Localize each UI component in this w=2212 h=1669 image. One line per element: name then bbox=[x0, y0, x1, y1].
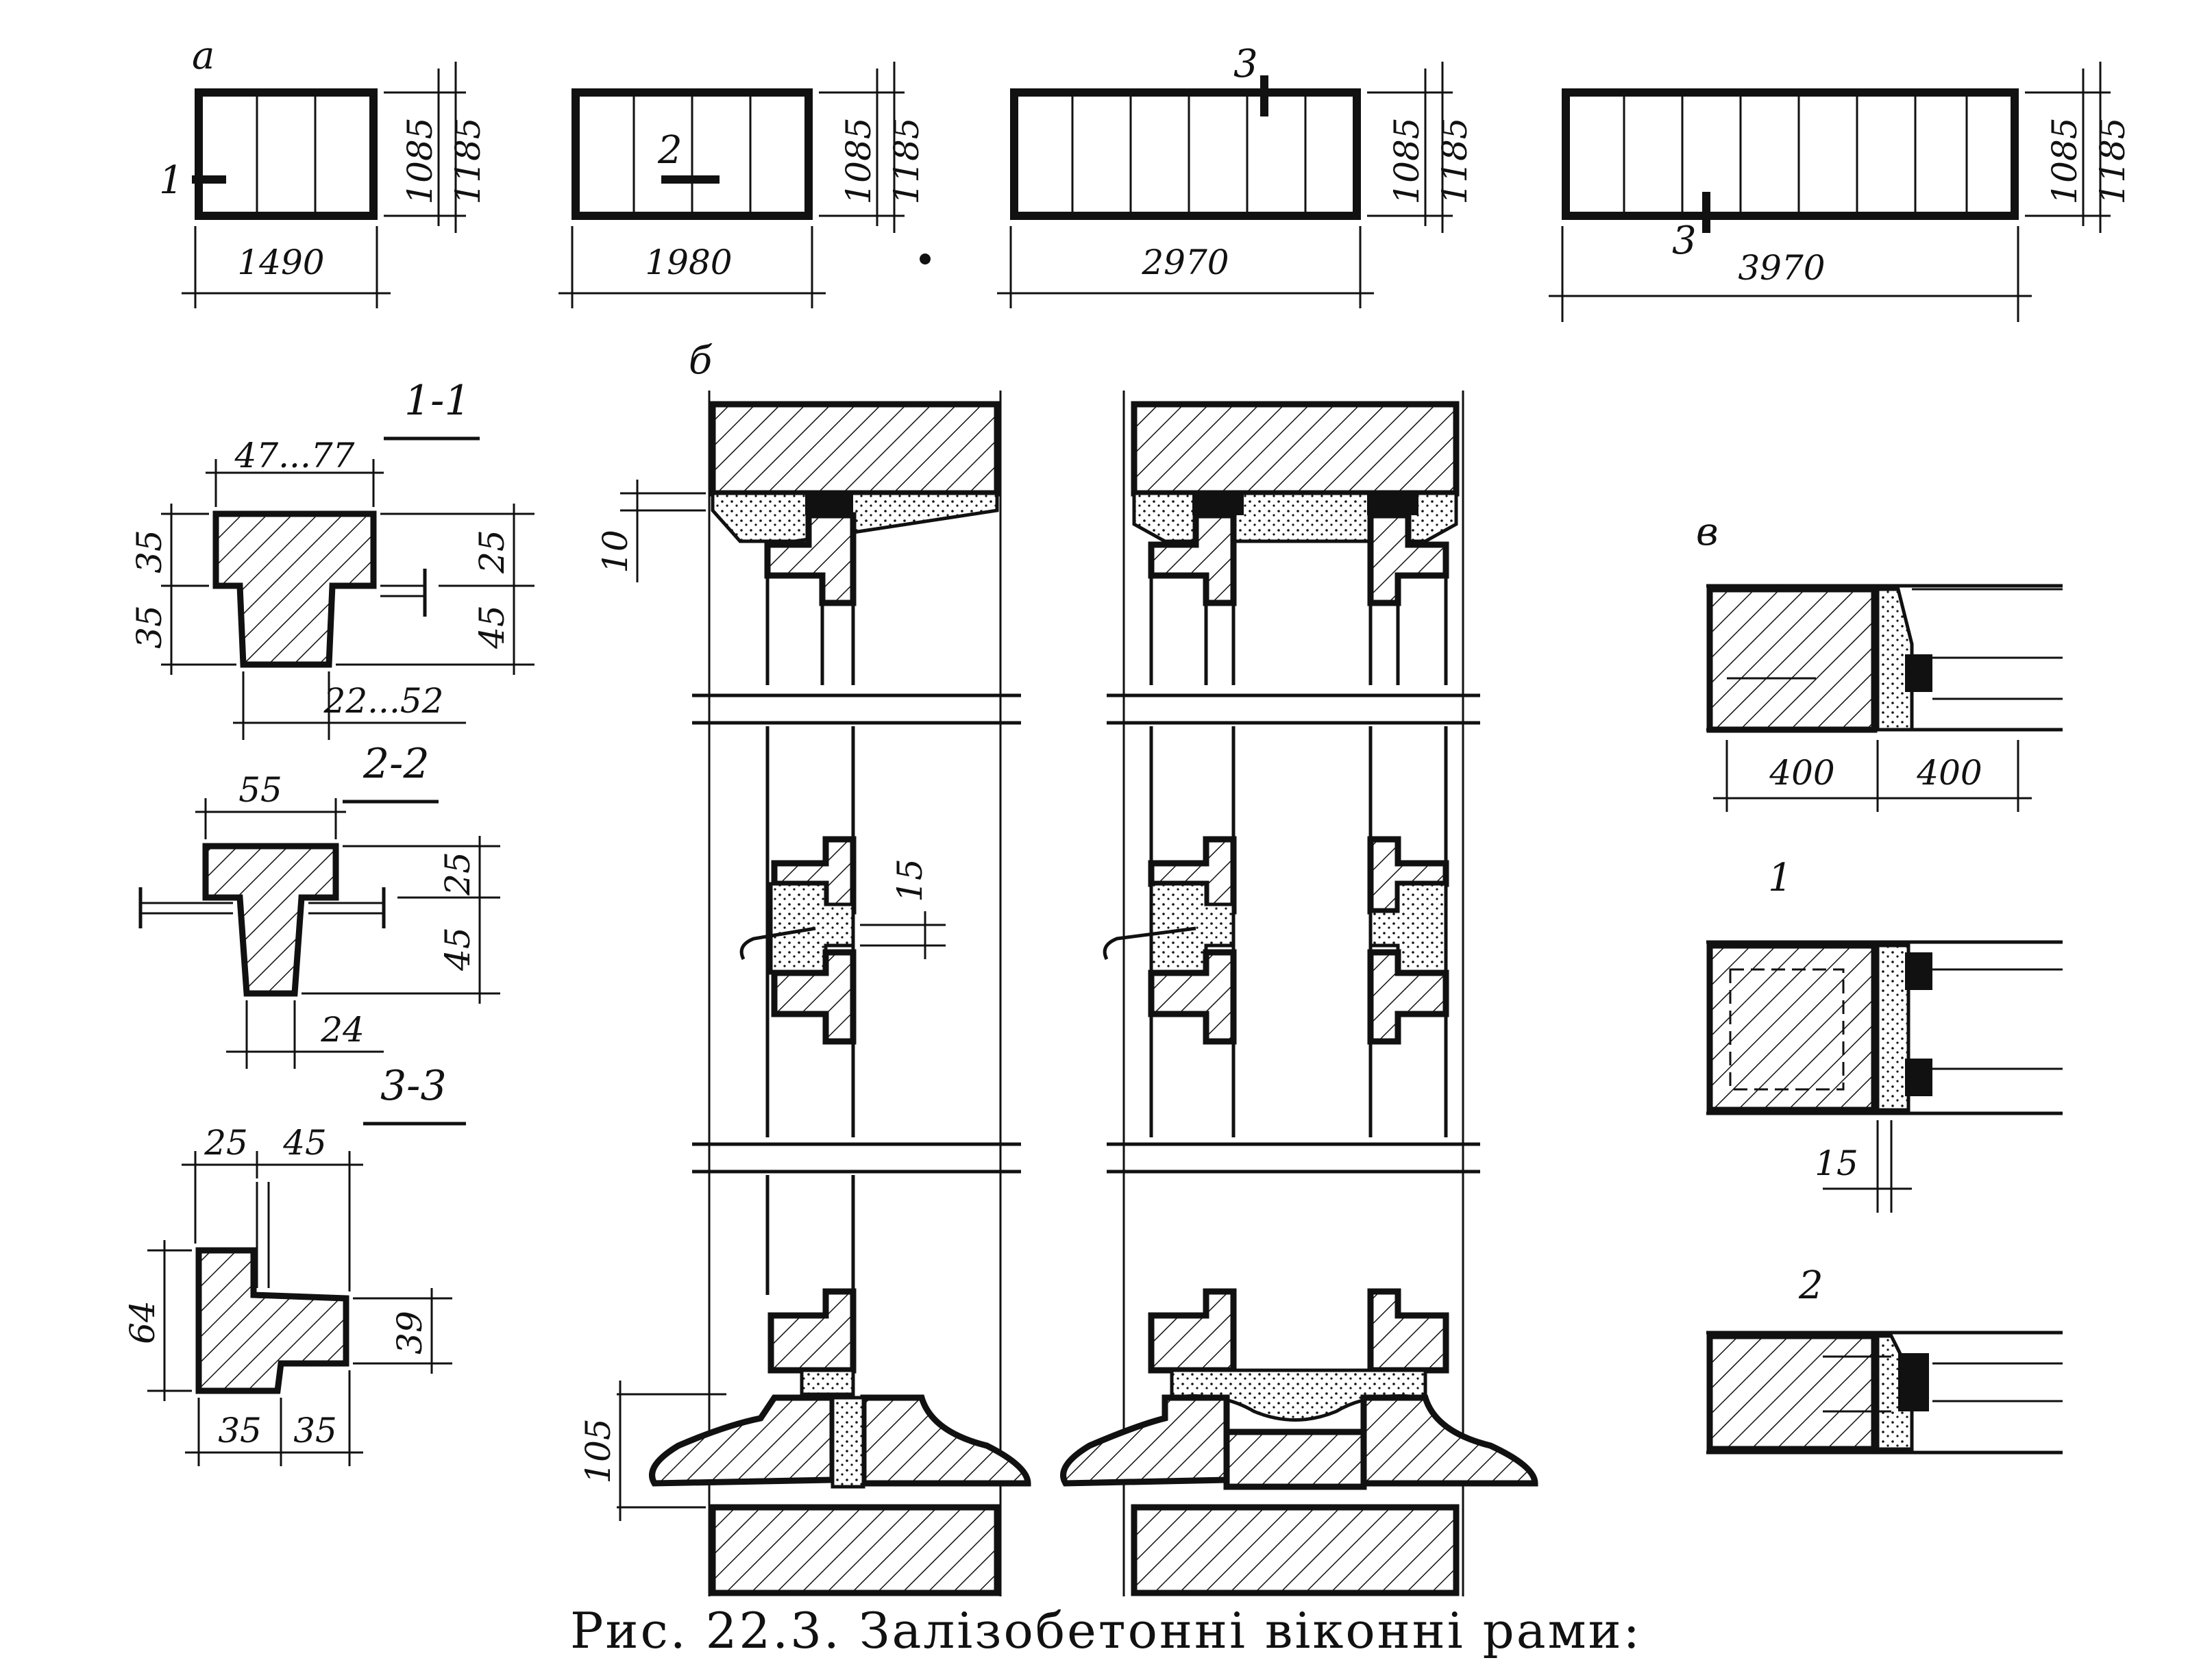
detail-v-400-left: 400 bbox=[1769, 753, 1834, 793]
column-2 bbox=[1060, 391, 1538, 1596]
detail-v-3: 2 bbox=[1706, 1263, 2063, 1455]
frame-1980: 2 1085 1185 1980 bbox=[558, 62, 931, 308]
s11-top-dim: 47...77 bbox=[234, 436, 355, 475]
part-v: в 400 400 1 bbox=[1696, 510, 2063, 1455]
section-3-3-title: 3-3 bbox=[380, 1062, 447, 1110]
label-a: а bbox=[192, 34, 214, 78]
s11-left-dim-2: 35 bbox=[130, 605, 169, 649]
s33-bottom-dim-2: 35 bbox=[293, 1411, 337, 1450]
frame-3-height-1185: 1185 bbox=[1435, 117, 1475, 204]
section-mark-3b: 3 bbox=[1672, 219, 1697, 263]
s33-top-dim-2: 45 bbox=[282, 1123, 327, 1163]
s11-left-dim-1: 35 bbox=[130, 530, 169, 573]
s33-right-dim: 39 bbox=[390, 1311, 430, 1355]
s11-right-dim-2: 45 bbox=[472, 605, 512, 650]
frame-1490: 1 1085 1185 1490 bbox=[159, 62, 488, 308]
s33-bottom-dim-1: 35 bbox=[218, 1411, 262, 1450]
column-1: 15 105 10 bbox=[578, 391, 1031, 1596]
s33-top-dim-1: 25 bbox=[204, 1123, 248, 1163]
frame-1-height-1185: 1185 bbox=[448, 117, 488, 204]
s22-right-dim-2: 45 bbox=[438, 927, 478, 972]
section-1-1-title: 1-1 bbox=[404, 377, 471, 425]
frame-4-height-1185: 1185 bbox=[2093, 117, 2133, 204]
s11-right-dim-1: 25 bbox=[472, 530, 512, 574]
label-v: в bbox=[1696, 510, 1719, 554]
frame-4-height-1085: 1085 bbox=[2045, 117, 2085, 204]
frame-2-height-1185: 1185 bbox=[887, 117, 926, 204]
detail-b-10: 10 bbox=[595, 530, 635, 573]
detail-v-2: 1 15 bbox=[1706, 856, 2063, 1213]
frame-1-width: 1490 bbox=[237, 243, 324, 282]
section-2-2: 2-2 55 25 45 24 bbox=[138, 740, 500, 1069]
frame-3970: 3 1085 1185 3970 bbox=[1549, 62, 2133, 322]
detail-v-400-right: 400 bbox=[1916, 753, 1982, 793]
section-1-1: 1-1 47...77 35 35 25 45 22...52 bbox=[130, 377, 534, 740]
part-a: а 1 1085 1185 1490 2 bbox=[159, 34, 2133, 322]
frame-2-height-1085: 1085 bbox=[839, 117, 878, 204]
s22-top-dim: 55 bbox=[238, 770, 282, 810]
label-v-2: 2 bbox=[1798, 1263, 1823, 1308]
section-mark-3: 3 bbox=[1233, 42, 1258, 86]
detail-v-1: 400 400 bbox=[1706, 584, 2063, 812]
frame-3-height-1085: 1085 bbox=[1387, 117, 1427, 204]
frame-2-width: 1980 bbox=[645, 243, 732, 282]
s33-left-dim: 64 bbox=[123, 1300, 162, 1344]
section-mark-1: 1 bbox=[159, 158, 184, 203]
s22-bottom-dim: 24 bbox=[320, 1010, 365, 1050]
section-3-3: 3-3 25 45 64 39 35 35 bbox=[123, 1062, 466, 1466]
frame-4-width: 3970 bbox=[1738, 248, 1825, 288]
s11-bottom-dim: 22...52 bbox=[323, 681, 444, 721]
s22-right-dim-1: 25 bbox=[438, 852, 478, 896]
section-2-2-title: 2-2 bbox=[362, 740, 430, 788]
label-b: б bbox=[689, 338, 713, 383]
figure-caption: Рис. 22.3. Залізобетонні віконні рами: bbox=[570, 1602, 1642, 1659]
detail-b-15: 15 bbox=[890, 858, 930, 902]
label-v-1: 1 bbox=[1768, 856, 1793, 900]
detail-b-105: 105 bbox=[578, 1418, 618, 1483]
section-mark-2: 2 bbox=[657, 128, 683, 173]
frame-1-height-1085: 1085 bbox=[400, 117, 440, 204]
detail-v-15: 15 bbox=[1815, 1143, 1858, 1183]
frame-2970: 3 1085 1185 2970 bbox=[997, 42, 1475, 308]
frame-3-width: 2970 bbox=[1141, 243, 1229, 282]
part-b: б 15 bbox=[578, 338, 1538, 1596]
